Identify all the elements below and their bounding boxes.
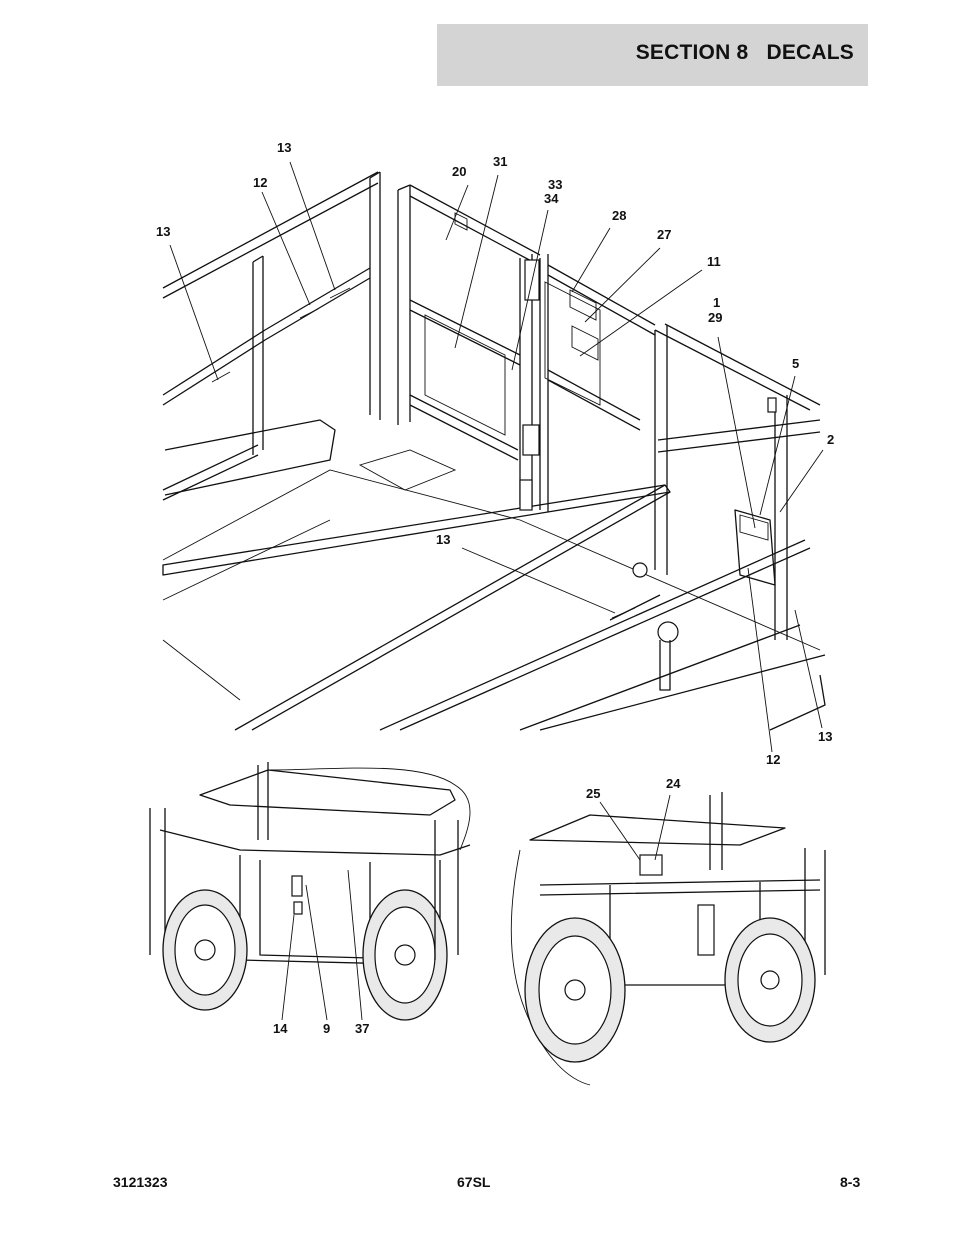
callout-2: 2	[827, 432, 835, 447]
model-name: 67SL	[457, 1174, 491, 1190]
callout-29: 29	[708, 310, 723, 325]
callout-33: 33	[548, 177, 563, 192]
callout-13: 13	[156, 224, 171, 239]
callout-37: 37	[355, 1021, 370, 1036]
callout-12: 12	[766, 752, 781, 767]
callout-11: 11	[707, 254, 721, 269]
callout-5: 5	[792, 356, 800, 371]
callout-27: 27	[657, 227, 672, 242]
callout-13: 13	[818, 729, 833, 744]
bottom-right-leader-lines	[599, 794, 671, 861]
callout-1: 1	[713, 295, 721, 310]
section-title: SECTION 8 DECALS	[635, 41, 854, 64]
callout-34: 34	[544, 191, 559, 206]
callout-20: 20	[452, 164, 467, 179]
machine-rear-right-drawing	[510, 792, 826, 1086]
callout-25: 25	[586, 786, 601, 801]
callout-14: 14	[273, 1021, 288, 1036]
bottom-left-leader-lines	[281, 869, 363, 1021]
page-number: 8-3	[840, 1174, 861, 1190]
platform-drawing	[162, 171, 826, 731]
callout-13: 13	[436, 532, 451, 547]
top-leader-lines	[169, 161, 824, 753]
callout-28: 28	[612, 208, 627, 223]
doc-number: 3121323	[113, 1174, 168, 1190]
callout-31: 31	[493, 154, 508, 169]
callout-24: 24	[666, 776, 681, 791]
callout-12: 12	[253, 175, 268, 190]
callout-9: 9	[323, 1021, 331, 1036]
section-header: SECTION 8 DECALS	[437, 24, 868, 86]
callout-13: 13	[277, 140, 292, 155]
machine-front-left-drawing	[149, 762, 471, 1021]
